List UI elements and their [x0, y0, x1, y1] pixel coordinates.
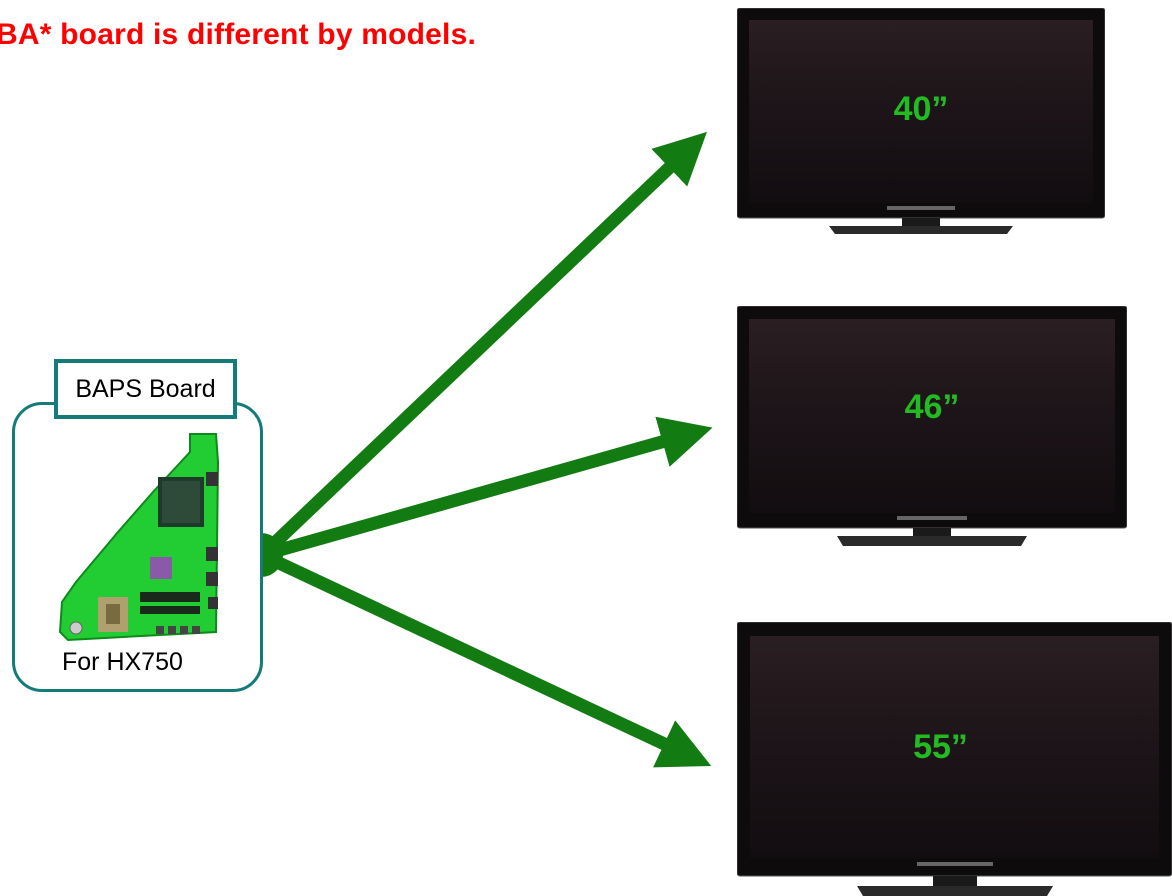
arrow-to-46	[260, 416, 713, 562]
tv-55: 55”	[737, 622, 1172, 896]
tv-image	[737, 622, 1172, 896]
tv-size-label: 55”	[913, 728, 968, 766]
arrow-to-40	[257, 131, 707, 560]
board-caption: For HX750	[62, 648, 183, 676]
headline: BA* board is different by models.	[0, 18, 477, 51]
tv-40: 40”	[737, 8, 1105, 234]
board-label: BAPS Board	[54, 359, 237, 419]
pcb-board-image	[58, 433, 220, 642]
tv-size-label: 46”	[904, 388, 960, 426]
tv-image	[737, 8, 1105, 234]
tv-size-label: 40”	[893, 90, 949, 128]
tv-image	[737, 306, 1127, 546]
arrow-to-55	[259, 549, 712, 768]
tv-46: 46”	[737, 306, 1127, 546]
